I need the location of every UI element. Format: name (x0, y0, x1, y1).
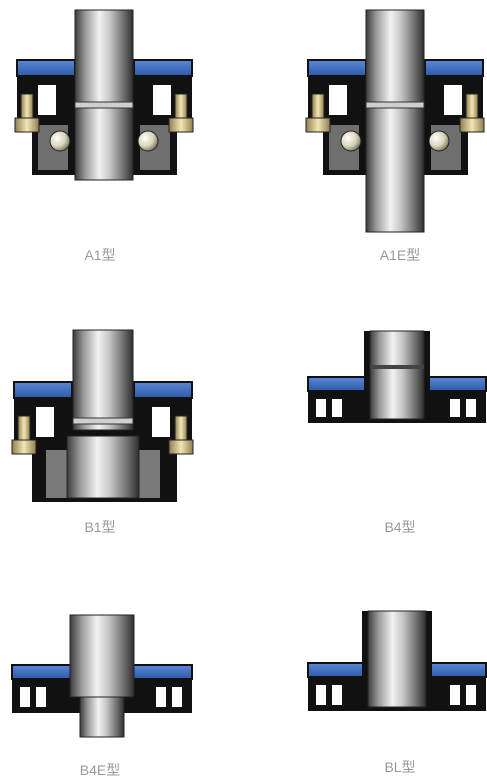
pin-right (465, 93, 479, 121)
blue-plate-right (424, 59, 484, 77)
blue-plate-right (425, 662, 487, 678)
ball-right (137, 130, 159, 152)
blue-plate-left (11, 664, 73, 680)
b1-illustration (11, 329, 194, 502)
b4-illustration (307, 330, 487, 423)
shaft (365, 9, 425, 233)
label-b4: B4型 (384, 519, 416, 535)
pin-left (17, 415, 31, 443)
pin-right (174, 415, 188, 443)
blue-plate-left (13, 381, 73, 399)
blue-plate-left (307, 662, 369, 678)
diagram-a1e: A1E型 (290, 0, 487, 263)
blue-plate-right (425, 376, 487, 392)
b4e-illustration (11, 614, 193, 738)
diagram-bl: BL型 (300, 605, 487, 775)
label-bl: BL型 (384, 759, 416, 775)
blue-plate-right (131, 664, 193, 680)
label-a1: A1型 (84, 247, 116, 263)
diagram-b4: B4型 (300, 325, 487, 545)
ball-right (428, 130, 450, 152)
pin-right (174, 93, 188, 121)
blue-plate-right (133, 381, 193, 399)
label-b1: B1型 (84, 519, 116, 535)
label-b4e: B4E型 (79, 762, 121, 778)
blue-plate-right (133, 59, 193, 77)
ball-left (340, 130, 362, 152)
blue-plate-left (307, 59, 367, 77)
shaft (72, 329, 134, 431)
label-a1e: A1E型 (379, 247, 421, 263)
pin-left (20, 93, 34, 121)
diagram-a1: A1型 (0, 0, 200, 263)
lower-sleeve (79, 696, 125, 738)
sleeve (66, 435, 140, 499)
a1-illustration (14, 9, 194, 181)
diagram-b1: B1型 (0, 325, 200, 545)
ball-left (49, 130, 71, 152)
bl-illustration (307, 610, 487, 711)
blue-plate-left (307, 376, 369, 392)
shaft (69, 614, 135, 698)
diagram-b4e: B4E型 (0, 614, 200, 778)
a1e-illustration (305, 9, 485, 233)
shaft (74, 9, 134, 181)
pin-left (311, 93, 325, 121)
blue-plate-left (16, 59, 76, 77)
